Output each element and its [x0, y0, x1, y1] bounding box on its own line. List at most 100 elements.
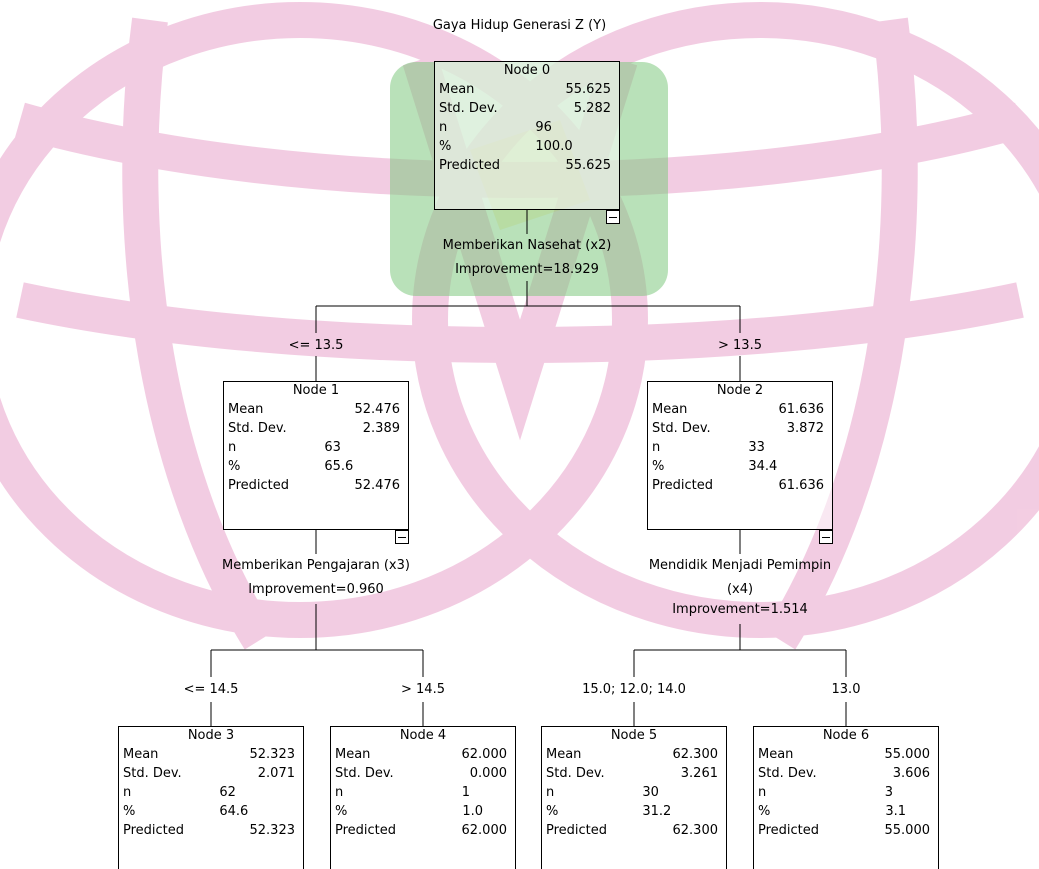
stat-label: n: [335, 785, 344, 800]
stat-value: 52.476: [354, 402, 401, 417]
tree-title: Gaya Hidup Generasi Z (Y): [432, 18, 607, 33]
split-variable: Memberikan Nasehat (x2): [442, 238, 612, 253]
stat-label: %: [758, 804, 771, 819]
branch-label-left: <= 13.5: [288, 338, 344, 353]
stat-label: %: [123, 804, 136, 819]
stat-value: 52.476: [354, 478, 401, 493]
stat-value: 55.000: [884, 823, 931, 838]
stat-label: Predicted: [228, 478, 290, 493]
collapse-node0-button[interactable]: [606, 210, 620, 224]
node-stats: Mean 52.476 Std. Dev. 2.389 n 63 % 65.6 Pred…: [224, 400, 408, 495]
stat-label: Predicted: [439, 158, 501, 173]
stat-label: n: [439, 120, 448, 135]
node-title: Node 5: [610, 728, 658, 743]
stat-label: Std. Dev.: [652, 421, 711, 436]
stat-label: Mean: [439, 82, 475, 97]
stat-label: %: [652, 459, 665, 474]
split-variable: Memberikan Pengajaran (x3): [222, 558, 410, 573]
node-title: Node 2: [716, 383, 764, 398]
stat-label: n: [652, 440, 661, 455]
stat-value: 3: [884, 785, 893, 800]
stat-label: Mean: [335, 747, 371, 762]
stat-label: n: [758, 785, 767, 800]
node-stats: Mean 62.000 Std. Dev. 0.000 n 1 % 1.0 Predic…: [331, 745, 515, 840]
stat-value: 61.636: [778, 402, 825, 417]
stat-value: 62.300: [672, 823, 719, 838]
collapse-node1-button[interactable]: [395, 530, 409, 544]
stat-label: %: [439, 139, 452, 154]
stat-value: 0.000: [469, 766, 507, 781]
split-variable-code: (x4): [726, 582, 754, 597]
node-4[interactable]: Node 4 Mean 62.000 Std. Dev. 0.000 n 1 % 1.0…: [330, 726, 516, 869]
stat-label: Predicted: [652, 478, 714, 493]
node-title: Node 4: [399, 728, 447, 743]
stat-label: Mean: [123, 747, 159, 762]
split-variable: Mendidik Menjadi Pemimpin: [648, 558, 832, 573]
stat-value: 2.071: [257, 766, 295, 781]
stat-label: %: [546, 804, 559, 819]
stat-label: Mean: [758, 747, 794, 762]
stat-label: Std. Dev.: [439, 101, 498, 116]
stat-label: Std. Dev.: [546, 766, 605, 781]
stat-value: 62: [219, 785, 236, 800]
stat-value: 3.872: [786, 421, 824, 436]
branch-label-right: 13.0: [831, 682, 861, 697]
stat-value: 34.4: [748, 459, 778, 474]
stat-value: 31.2: [642, 804, 672, 819]
stat-value: 96: [535, 120, 552, 135]
stat-value: 2.389: [362, 421, 400, 436]
stat-value: 55.625: [565, 82, 612, 97]
stat-label: Mean: [228, 402, 264, 417]
stat-value: 3.1: [885, 804, 906, 819]
branch-label-left: <= 14.5: [183, 682, 239, 697]
node-title: Node 0: [503, 63, 551, 78]
stat-value: 52.323: [249, 823, 296, 838]
stat-value: 63: [324, 440, 341, 455]
node-6[interactable]: Node 6 Mean 55.000 Std. Dev. 3.606 n 3 % 3.1…: [753, 726, 939, 869]
stat-value: 62.000: [461, 747, 508, 762]
stat-label: Predicted: [546, 823, 608, 838]
stat-value: 3.606: [892, 766, 930, 781]
stat-label: Std. Dev.: [758, 766, 817, 781]
stat-value: 64.6: [219, 804, 249, 819]
stat-label: %: [335, 804, 348, 819]
stat-value: 3.261: [680, 766, 718, 781]
stat-label: n: [228, 440, 237, 455]
stat-value: 1: [461, 785, 470, 800]
split-improvement: Improvement=0.960: [248, 582, 384, 597]
node-1[interactable]: Node 1 Mean 52.476 Std. Dev. 2.389 n 63 % 65…: [223, 381, 409, 530]
stat-value: 55.000: [884, 747, 931, 762]
branch-label-right: > 13.5: [718, 338, 762, 353]
stat-value: 65.6: [324, 459, 354, 474]
node-stats: Mean 55.000 Std. Dev. 3.606 n 3 % 3.1 Predic…: [754, 745, 938, 840]
stat-label: Mean: [652, 402, 688, 417]
stat-label: Predicted: [335, 823, 397, 838]
stat-value: 52.323: [249, 747, 296, 762]
stat-label: Std. Dev.: [123, 766, 182, 781]
node-title: Node 1: [292, 383, 340, 398]
stat-value: 62.000: [461, 823, 508, 838]
stat-label: n: [546, 785, 555, 800]
stat-value: 61.636: [778, 478, 825, 493]
stat-label: Std. Dev.: [335, 766, 394, 781]
stat-label: Mean: [546, 747, 582, 762]
stat-value: 5.282: [573, 101, 611, 116]
node-title: Node 3: [187, 728, 235, 743]
stat-value: 1.0: [462, 804, 483, 819]
collapse-node2-button[interactable]: [819, 530, 833, 544]
stat-value: 62.300: [672, 747, 719, 762]
node-title: Node 6: [822, 728, 870, 743]
stat-label: Predicted: [758, 823, 820, 838]
stat-label: Std. Dev.: [228, 421, 287, 436]
stat-label: %: [228, 459, 241, 474]
